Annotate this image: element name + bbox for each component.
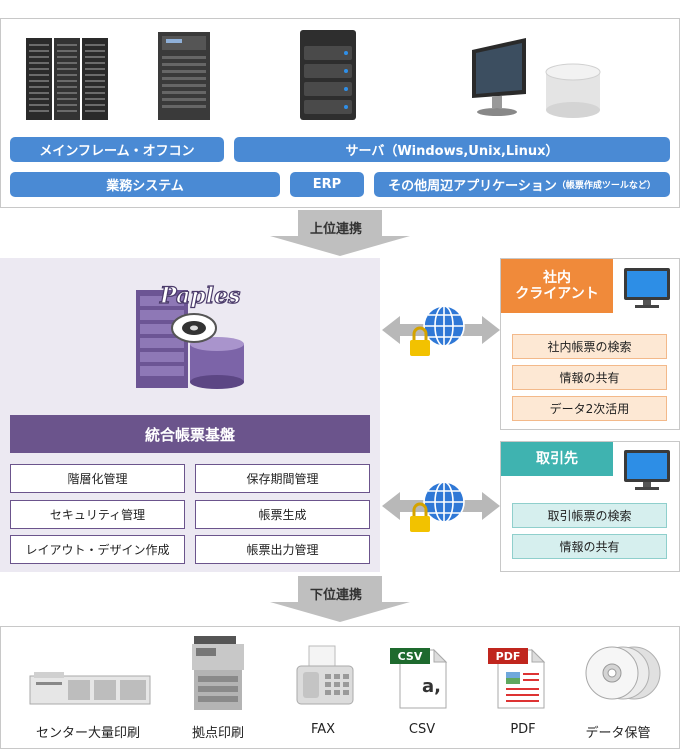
partner-title: 取引先 (501, 442, 613, 476)
business-system-label: 業務システム (10, 172, 280, 197)
internal-connection (382, 305, 500, 356)
pdf-file-icon (497, 648, 546, 709)
partner-monitor-icon (624, 450, 670, 490)
server-label: サーバ（Windows,Unix,Linux） (234, 137, 670, 162)
internal-monitor-icon (624, 268, 670, 308)
office-computer-icon (158, 32, 210, 120)
function-retention: 保存期間管理 (195, 464, 370, 493)
function-output: 帳票出力管理 (195, 535, 370, 564)
output-label-pdf: PDF (510, 722, 536, 737)
output-label-local-print: 拠点印刷 (191, 726, 244, 741)
server-icon (300, 30, 356, 120)
erp-label: ERP (290, 172, 364, 197)
other-apps-sub: （帳票作成ツールなど） (556, 181, 656, 191)
other-apps-text: その他周辺アプリケーション (388, 179, 557, 194)
lower-link-arrow (270, 576, 410, 622)
function-generation: 帳票生成 (195, 500, 370, 529)
other-apps-label: その他周辺アプリケーション（帳票作成ツールなど） (374, 172, 670, 197)
partner-item-search: 取引帳票の検索 (512, 503, 667, 528)
monitor-icon (472, 38, 526, 116)
upper-link-label: 上位連携 (310, 222, 363, 237)
upper-link-arrow (270, 210, 410, 256)
output-label-bulk-print: センター大量印刷 (35, 726, 140, 741)
internal-item-reuse: データ2次活用 (512, 396, 667, 421)
output-label-storage: データ保管 (585, 726, 651, 741)
internal-item-share: 情報の共有 (512, 365, 667, 390)
bulk-printer-icon (29, 672, 151, 705)
function-security: セキュリティ管理 (10, 500, 185, 529)
csv-glyph: a, (422, 676, 441, 697)
csv-tag: CSV (390, 648, 430, 664)
partner-connection-icon (382, 481, 500, 532)
internal-item-search: 社内帳票の検索 (512, 334, 667, 359)
pdf-tag: PDF (488, 648, 528, 664)
partner-item-share: 情報の共有 (512, 534, 667, 559)
internal-client-title: 社内 クライアント (501, 259, 613, 313)
csv-file-icon (399, 648, 448, 709)
lower-link-label: 下位連携 (310, 588, 363, 603)
mainframe-label: メインフレーム・オフコン (10, 137, 224, 162)
database-icon (545, 63, 601, 118)
fax-icon (296, 645, 354, 705)
output-label-csv: CSV (408, 722, 436, 737)
mainframe-rack-icon (26, 38, 108, 120)
integrated-platform-title: 統合帳票基盤 (10, 415, 370, 453)
paples-logo: Paples (159, 282, 241, 309)
output-label-fax: FAX (310, 722, 336, 737)
local-printer-icon (192, 636, 244, 710)
function-hierarchy: 階層化管理 (10, 464, 185, 493)
paples-server-icon (136, 290, 244, 389)
function-layout-design: レイアウト・デザイン作成 (10, 535, 185, 564)
disc-storage-icon (585, 646, 661, 700)
